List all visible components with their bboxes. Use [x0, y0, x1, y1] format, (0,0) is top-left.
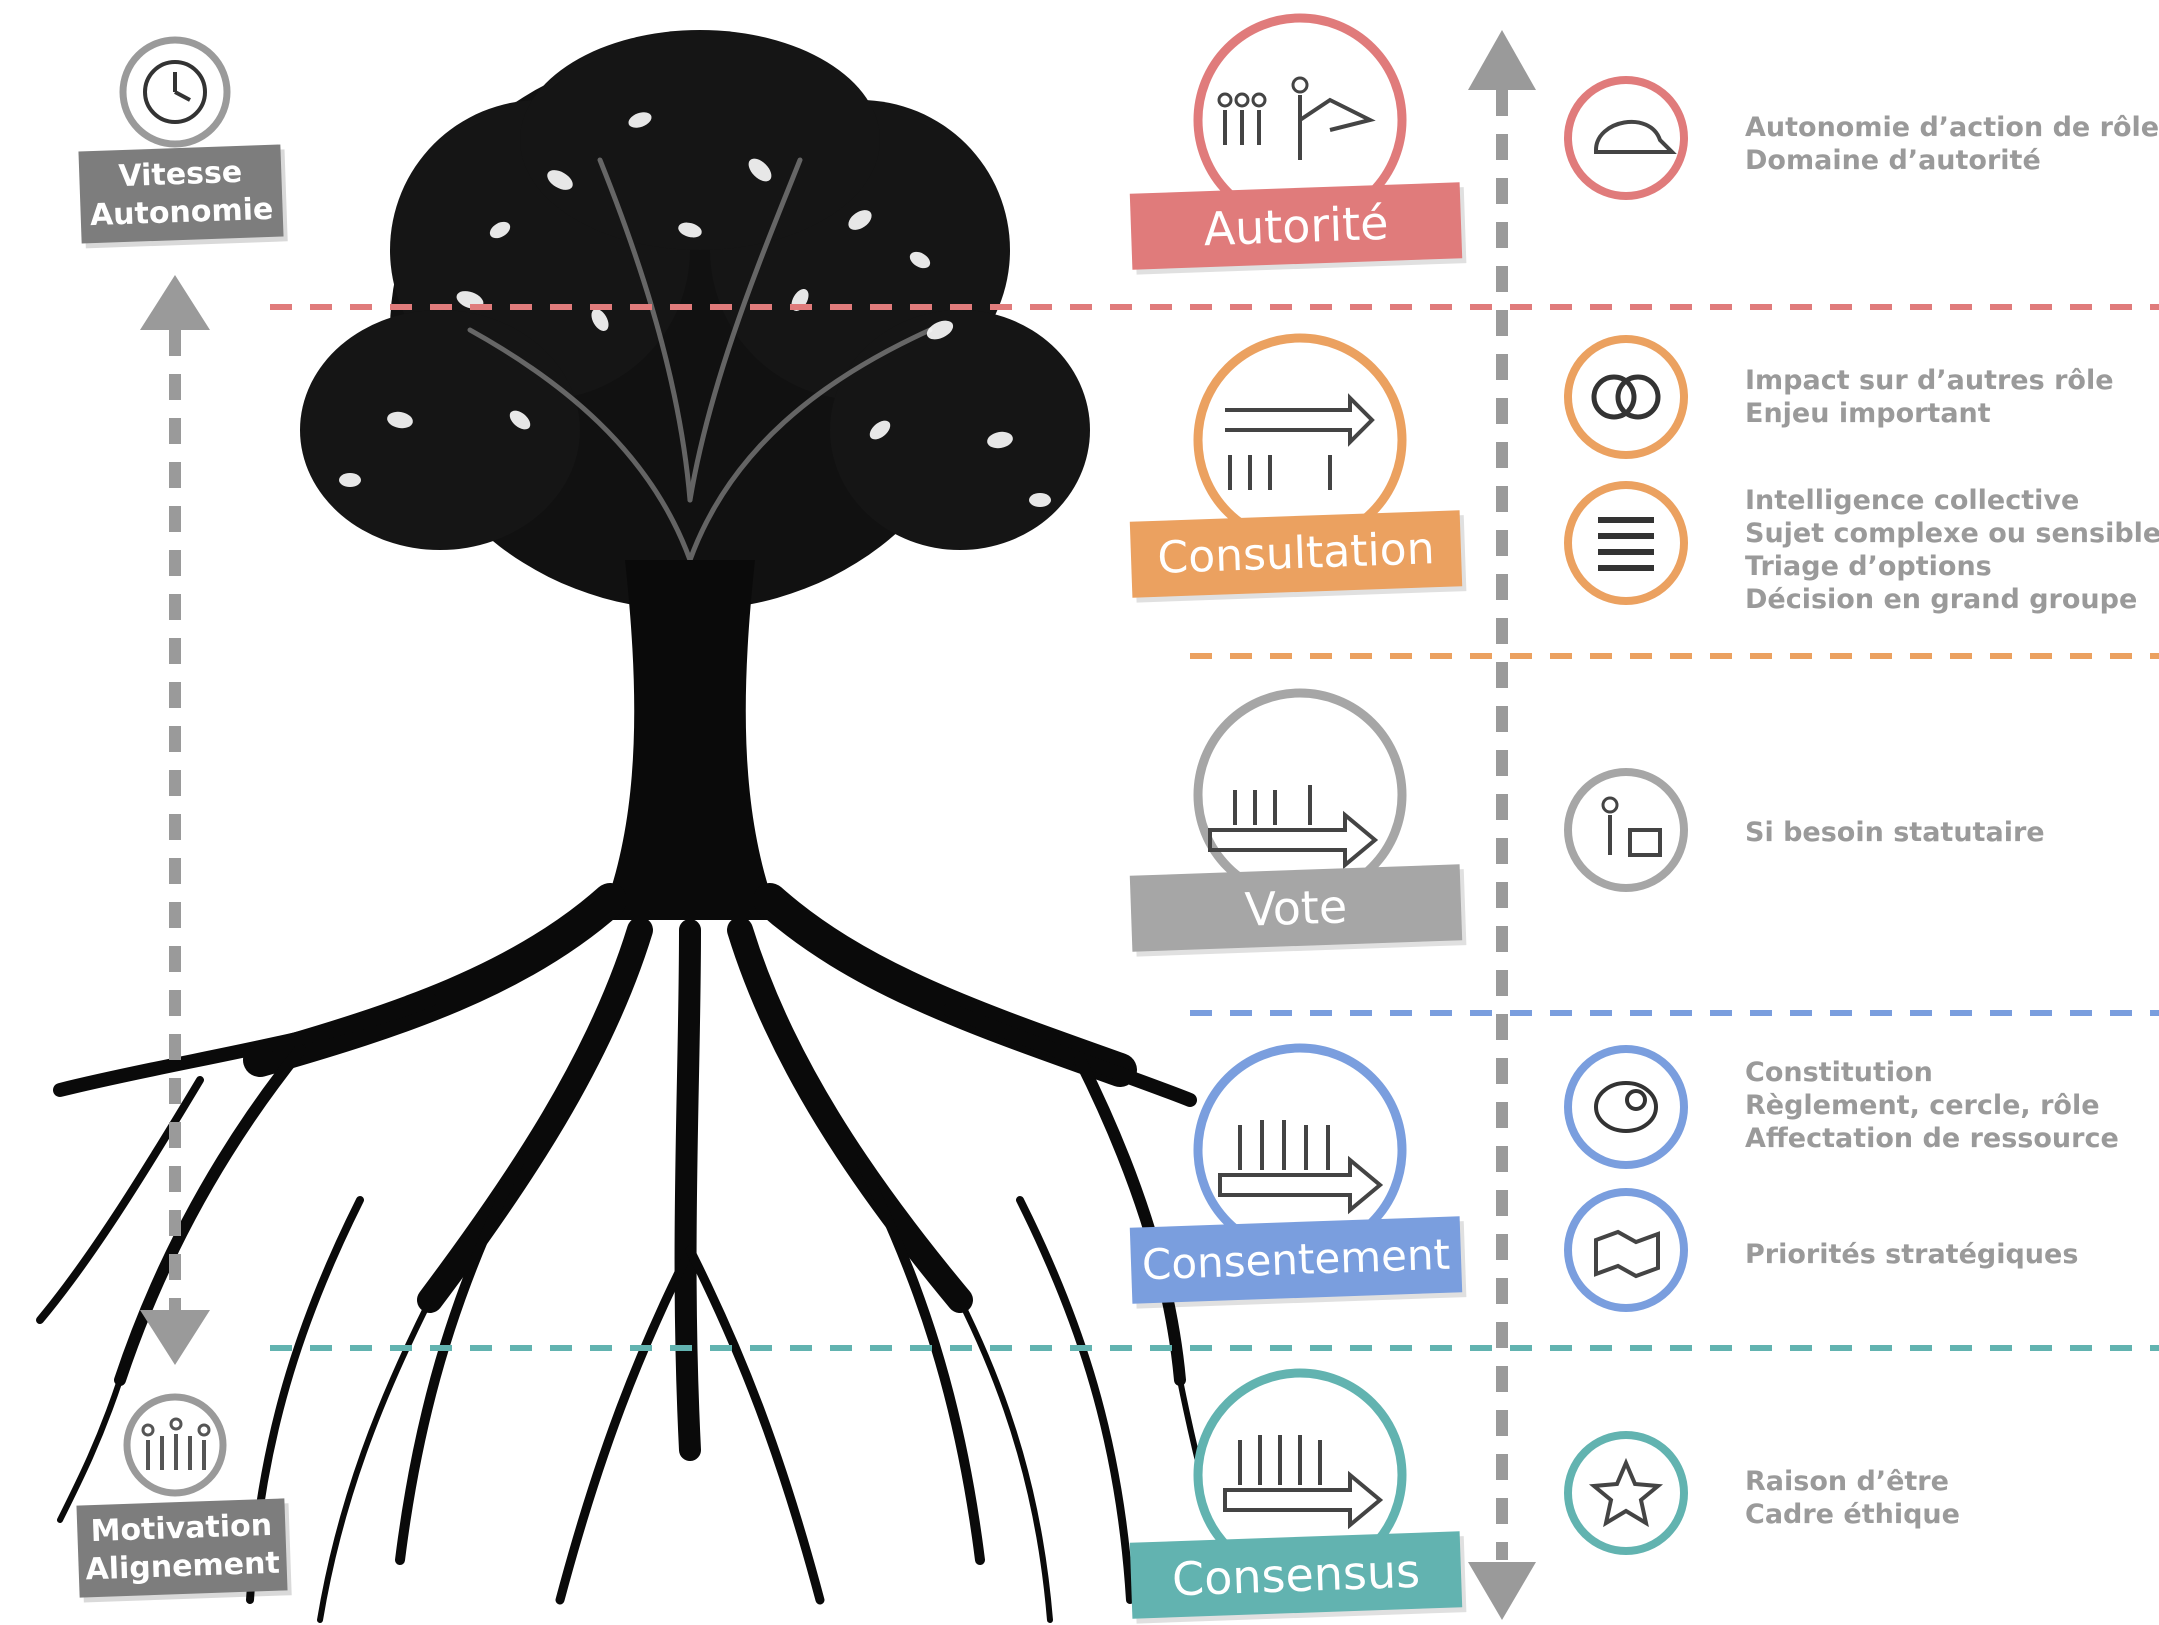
- motivation-alignement-label: Motivation Alignement: [76, 1498, 288, 1598]
- criteria-line: Triage d’options: [1745, 551, 1992, 582]
- criteria-line: Constitution: [1745, 1057, 1933, 1088]
- tree-illustration: [36, 30, 1213, 1623]
- tree-trunk: [600, 560, 780, 920]
- left-arrow-head-down: [140, 1310, 210, 1365]
- criteria-line: Règlement, cercle, rôle: [1745, 1090, 2100, 1121]
- criteria-line: Affectation de ressource: [1745, 1123, 2119, 1154]
- level-label: Consultation: [1156, 523, 1436, 584]
- map-icon: [1564, 1188, 1688, 1312]
- rings-icon: [1564, 335, 1688, 459]
- level-badge-autorite: Autorité: [1129, 182, 1463, 270]
- criteria-autorite-1: Autonomie d’action de rôle Domaine d’aut…: [1745, 111, 2159, 177]
- criteria-line: Raison d’être: [1745, 1466, 1949, 1497]
- consensus-circle-icon: [1193, 1368, 1407, 1582]
- criteria-line: Enjeu important: [1745, 398, 1991, 429]
- stack-icon: [1564, 481, 1688, 605]
- criteria-line: Sujet complexe ou sensible: [1745, 518, 2159, 549]
- level-badge-consensus: Consensus: [1129, 1531, 1463, 1619]
- criteria-consentement-2: Priorités stratégiques: [1745, 1238, 2078, 1271]
- level-label: Autorité: [1202, 195, 1390, 257]
- criteria-line: Domaine d’autorité: [1745, 145, 2041, 176]
- level-label: Vote: [1243, 879, 1349, 937]
- criteria-consensus-1: Raison d’être Cadre éthique: [1745, 1465, 1960, 1531]
- alignement-text: Alignement: [84, 1545, 281, 1588]
- left-arrow-head-up: [140, 275, 210, 330]
- clock-icon: [119, 36, 231, 148]
- level-badge-consentement: Consentement: [1129, 1216, 1463, 1304]
- criteria-consultation-2: Intelligence collective Sujet complexe o…: [1745, 484, 2159, 616]
- level-label: Consensus: [1171, 1543, 1421, 1607]
- level-badge-consultation: Consultation: [1129, 510, 1463, 598]
- star-icon: [1564, 1431, 1688, 1555]
- criteria-line: Impact sur d’autres rôle: [1745, 365, 2114, 396]
- consentement-circle-icon: [1193, 1043, 1407, 1257]
- ballot-icon: [1564, 768, 1688, 892]
- tree-branches: [467, 157, 933, 563]
- criteria-line: Cadre éthique: [1745, 1499, 1960, 1530]
- vitesse-text: Vitesse: [117, 154, 243, 195]
- vitesse-autonomie-label: Vitesse Autonomie: [78, 144, 284, 244]
- center-arrow-head-down: [1468, 1562, 1536, 1620]
- cap-icon: [1564, 76, 1688, 200]
- level-label: Consentement: [1141, 1229, 1451, 1290]
- criteria-line: Décision en grand groupe: [1745, 584, 2138, 615]
- consultation-circle-icon: [1193, 333, 1407, 547]
- criteria-line: Autonomie d’action de rôle: [1745, 112, 2159, 143]
- level-badge-vote: Vote: [1129, 864, 1463, 952]
- criteria-line: Priorités stratégiques: [1745, 1239, 2079, 1270]
- criteria-line: Intelligence collective: [1745, 485, 2080, 516]
- circle-eye-icon: [1564, 1045, 1688, 1169]
- criteria-line: Si besoin statutaire: [1745, 817, 2045, 848]
- criteria-vote-1: Si besoin statutaire: [1745, 816, 2045, 849]
- criteria-consentement-1: Constitution Règlement, cercle, rôle Aff…: [1745, 1056, 2119, 1155]
- crowd-icon: [123, 1393, 227, 1497]
- tree-canopy: [300, 30, 1090, 610]
- criteria-consultation-1: Impact sur d’autres rôle Enjeu important: [1745, 364, 2114, 430]
- autonomie-text: Autonomie: [89, 191, 274, 234]
- tree-roots: [36, 883, 1213, 1623]
- center-arrow-head-up: [1468, 30, 1536, 90]
